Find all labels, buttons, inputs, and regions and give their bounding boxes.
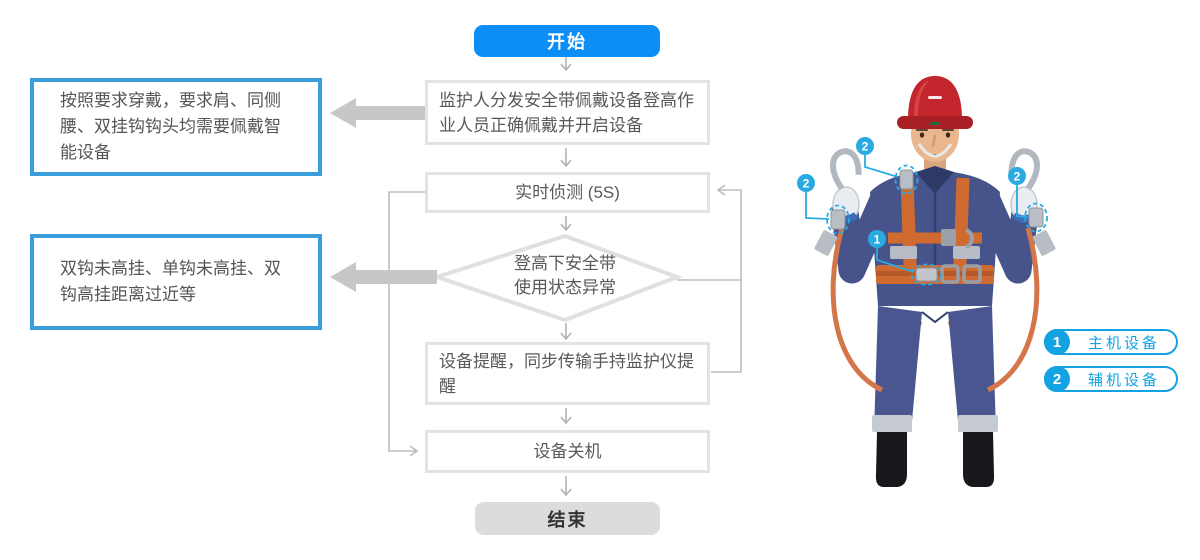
step-realtime-detect: 实时侦测 (5S)	[425, 172, 710, 213]
legend-aux-device: 2 辅机设备	[1044, 366, 1178, 392]
step-device-shutdown: 设备关机	[425, 430, 710, 473]
helmet-logo-mark	[928, 96, 942, 99]
legend-aux-label: 辅机设备	[1087, 371, 1160, 389]
carabiner-hooks	[830, 148, 1040, 191]
marker-right-hook: 2	[1014, 170, 1021, 184]
hard-hat	[897, 76, 973, 129]
chest-dring	[965, 228, 974, 249]
chest-strip-right	[953, 246, 980, 259]
device-highlight-ellipses	[826, 164, 1048, 286]
legend-aux-number: 2	[1044, 366, 1070, 392]
worker-figure: 2 2 2 1	[797, 76, 1056, 487]
decision-label: 登高下安全带 使用状态异常	[455, 252, 675, 300]
legend-main-label: 主机设备	[1087, 334, 1160, 352]
pants-legs	[874, 306, 996, 432]
end-node: 结束	[475, 502, 660, 535]
marker-lines	[805, 155, 1029, 273]
step-device-alert: 设备提醒，同步传输手持监护仪提醒	[425, 342, 710, 405]
decision-line2: 使用状态异常	[514, 278, 616, 297]
marker-left-hook: 2	[803, 177, 810, 191]
chest-strip-left	[890, 246, 917, 259]
boots	[875, 432, 995, 487]
thick-arrow-abnormal	[330, 262, 437, 292]
step-distribute-devices: 监护人分发安全带佩戴设备登高作业人员正确佩戴并开启设备	[425, 80, 710, 145]
decision-line1: 登高下安全带	[514, 254, 616, 273]
chest-buckle	[941, 229, 956, 246]
arm-reflective-patches	[814, 230, 1056, 256]
smart-devices	[830, 169, 1044, 282]
cuff-right	[958, 415, 998, 432]
callout-abnormal-note: 双钩未高挂、单钩未高挂、双钩高挂距离过近等	[30, 234, 322, 330]
marker-badges: 2 2 2 1	[797, 137, 1026, 248]
marker-left-shoulder: 2	[862, 140, 869, 154]
start-node: 开始	[474, 25, 660, 57]
chin-strap	[917, 143, 953, 158]
legend-main-device: 1 主机设备	[1044, 329, 1178, 355]
loop-left-line	[388, 191, 425, 457]
callout-wearing-note: 按照要求穿戴，要求肩、同侧腰、双挂钩钩头均需要佩戴智能设备	[30, 78, 322, 176]
collar	[916, 166, 954, 194]
thick-arrow-wearing	[330, 98, 425, 128]
marker-waist: 1	[874, 233, 881, 247]
cuff-left	[872, 415, 912, 432]
lanyard-ropes	[830, 227, 1040, 393]
legend-main-number: 1	[1044, 329, 1070, 355]
